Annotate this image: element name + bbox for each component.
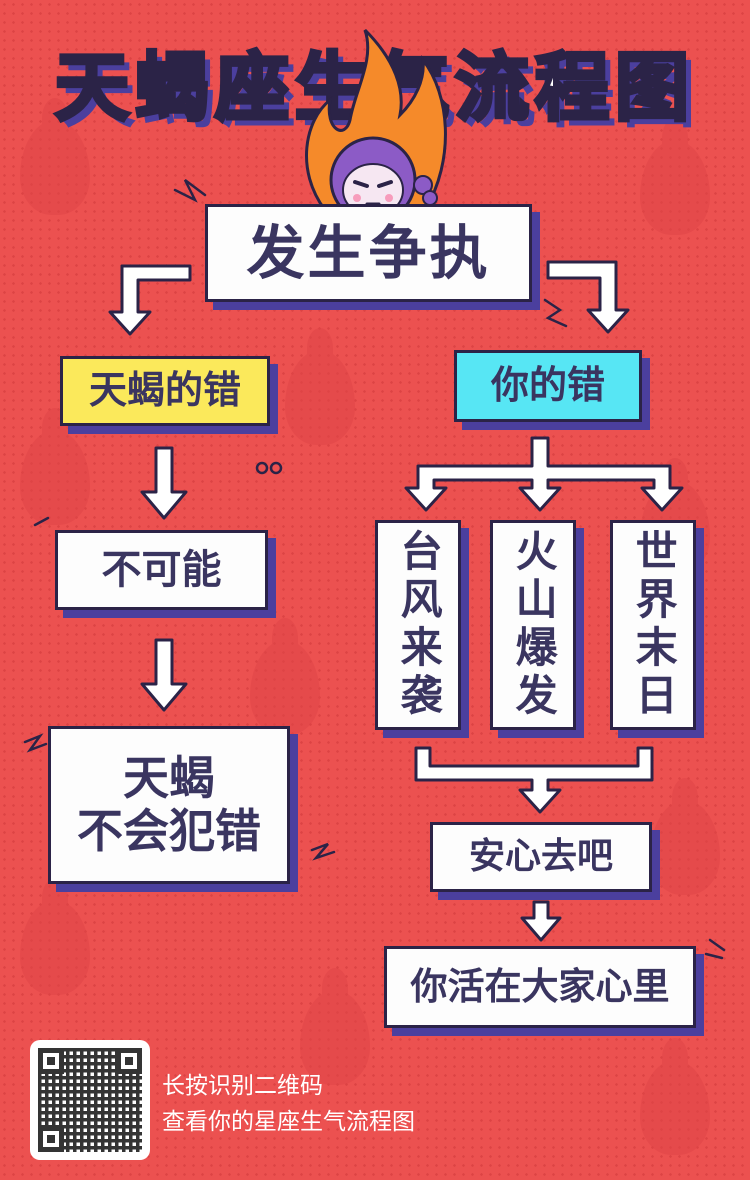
arrow-icon <box>140 446 188 520</box>
option-typhoon-box: 台风来袭 <box>375 520 461 730</box>
flame-icon <box>250 618 320 735</box>
rest-in-peace-box: 安心去吧 <box>430 822 652 892</box>
arrow-icon <box>108 264 192 336</box>
angry-mascot-icon <box>305 28 447 220</box>
flame-icon <box>20 878 90 995</box>
live-in-hearts-box: 你活在大家心里 <box>384 946 696 1028</box>
your-fault-label: 你的错 <box>454 350 642 422</box>
flame-icon <box>650 778 720 895</box>
option-doomsday-box: 世界末日 <box>610 520 696 730</box>
arrow-icon <box>520 900 562 942</box>
qr-hint-line2: 查看你的星座生气流程图 <box>162 1109 415 1135</box>
qr-hint-line1: 长按识别二维码 <box>162 1073 323 1099</box>
start-box-dispute: 发生争执 <box>205 204 532 302</box>
scorpio-never-wrong-box: 天蝎 不会犯错 <box>48 726 290 884</box>
qr-pattern <box>38 1048 142 1152</box>
arrow-icon <box>140 638 188 712</box>
flame-icon <box>640 1038 710 1155</box>
impossible-box: 不可能 <box>55 530 268 610</box>
qr-code[interactable] <box>30 1040 150 1160</box>
arrow-icon <box>546 260 630 334</box>
scorpio-fault-label: 天蝎的错 <box>60 356 270 426</box>
flame-icon <box>20 98 90 215</box>
flame-icon <box>640 118 710 235</box>
arrow-icon <box>404 436 684 512</box>
option-volcano-box: 火山爆发 <box>490 520 576 730</box>
flame-icon <box>300 968 370 1085</box>
flame-icon <box>285 328 355 445</box>
arrow-icon <box>414 746 654 814</box>
